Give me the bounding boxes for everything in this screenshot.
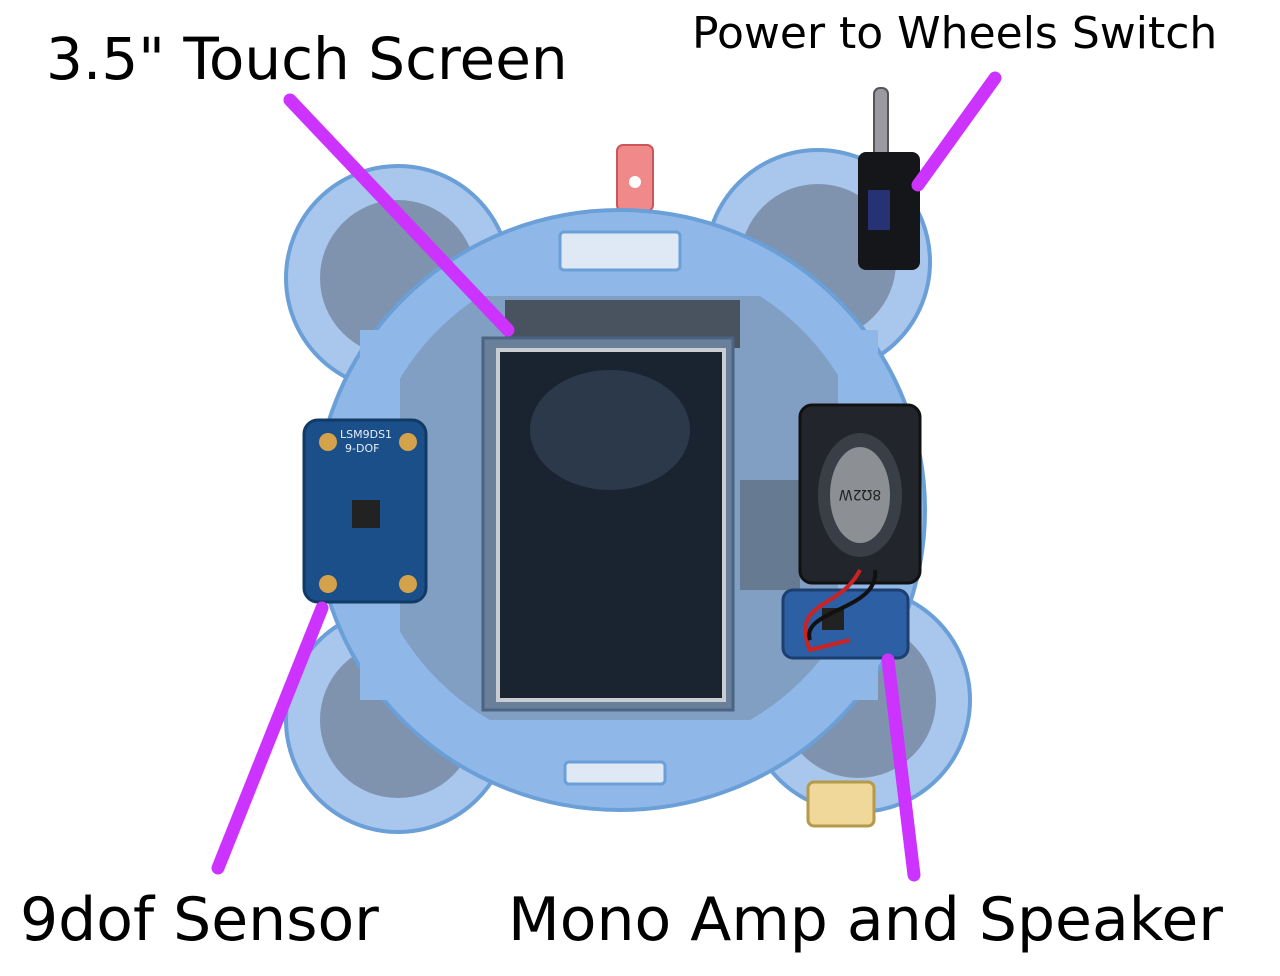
power-switch [858, 87, 920, 270]
spoke-bottom [470, 720, 770, 760]
leader-lines [211, 71, 1002, 882]
top-connector-hole [629, 176, 641, 188]
sensor-board-title: LSM9DS1 [340, 428, 392, 441]
sensor-board-subtitle: 9-DOF [345, 442, 379, 455]
label-9dof-sensor: 9dof Sensor [20, 885, 379, 955]
slot-bottom [563, 760, 667, 786]
sensor-mount-hole [319, 575, 337, 593]
speaker-module: 8Ω2W [798, 403, 922, 585]
amp-pcb [781, 588, 910, 660]
battery-connector [806, 780, 876, 828]
sensor-chip [352, 500, 380, 528]
sensor-mount-hole [399, 433, 417, 451]
leader-line-switch [911, 71, 1002, 192]
speaker-wire-red [803, 569, 862, 653]
sensor-mount-hole [319, 433, 337, 451]
amp-board [781, 569, 910, 660]
side-board [740, 480, 800, 590]
speaker-wire-black [807, 569, 878, 641]
slot-top [558, 230, 682, 272]
label-amp-speaker: Mono Amp and Speaker [508, 885, 1223, 955]
switch-body-highlight [868, 190, 890, 230]
sensor-board: LSM9DS1 9-DOF [302, 418, 428, 604]
speaker-rating: 8Ω2W [839, 486, 882, 502]
leader-line-speaker [881, 653, 921, 882]
label-power-switch: Power to Wheels Switch [692, 8, 1218, 59]
speaker-cone [830, 447, 890, 543]
sensor-mount-hole [399, 575, 417, 593]
touch-screen-module [481, 336, 735, 712]
leader-line-screen [283, 93, 515, 337]
switch-lever [873, 87, 889, 159]
label-touch-screen: 3.5" Touch Screen [46, 25, 568, 93]
leader-line-sensor [211, 601, 329, 875]
screen-reflection [530, 370, 690, 490]
